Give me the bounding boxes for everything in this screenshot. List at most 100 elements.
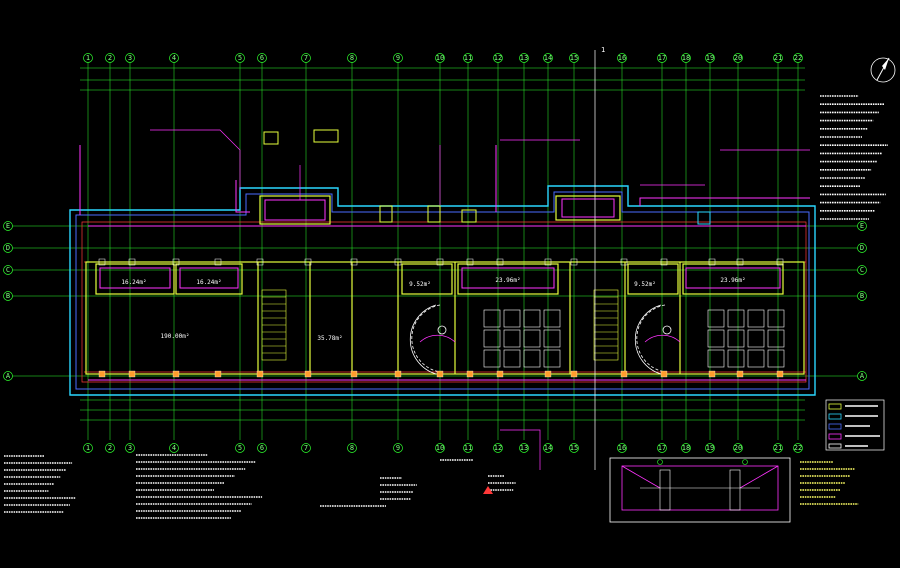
- warning-marker-icon: [483, 486, 493, 494]
- room-area-2: 16.24m²: [196, 279, 221, 286]
- grid-label-bottom: 3: [128, 444, 132, 452]
- grid-label-top: 1: [86, 54, 90, 62]
- row-label-left: A: [6, 372, 11, 380]
- row-label-right: A: [860, 372, 865, 380]
- row-label-left: B: [6, 292, 10, 300]
- column-square: [350, 370, 358, 378]
- column-square: [256, 370, 264, 378]
- row-bubble-right: [857, 243, 867, 253]
- grid-bubble-bottom: [657, 443, 667, 453]
- grid-bubble-bottom: [569, 443, 579, 453]
- bed: [747, 349, 765, 368]
- column-square: [466, 370, 474, 378]
- room-area-7: 9.52m²: [634, 281, 656, 288]
- annotation-leaders: [150, 129, 810, 470]
- grid-label-top: 11: [464, 54, 472, 62]
- grid-label-top: 13: [520, 54, 528, 62]
- bed: [523, 329, 541, 348]
- bed: [767, 309, 785, 328]
- bed: [543, 309, 561, 328]
- column-square: [544, 370, 552, 378]
- column-square: [660, 370, 668, 378]
- bed: [523, 349, 541, 368]
- grid-label-bottom: 11: [464, 444, 472, 452]
- row-label-right: E: [860, 222, 864, 230]
- column-square: [466, 258, 474, 266]
- grid-label-top: 15: [570, 54, 578, 62]
- grid-label-top: 3: [128, 54, 132, 62]
- column-square: [172, 258, 180, 266]
- section-mark: 1: [594, 46, 605, 470]
- bottom-middle-notes: [136, 454, 859, 519]
- grid-bubble-bottom: [681, 443, 691, 453]
- grid-bubble-top: [657, 53, 667, 63]
- grid-bubble-top: [519, 53, 529, 63]
- bed: [543, 329, 561, 348]
- bed-grid: [483, 309, 785, 368]
- column-square: [660, 258, 668, 266]
- grid-label-bottom: 19: [706, 444, 714, 452]
- grid-label-top: 5: [238, 54, 242, 62]
- room-area-6: 23.96m²: [495, 277, 520, 284]
- bed: [707, 329, 725, 348]
- grid-label-bottom: 18: [682, 444, 690, 452]
- grid-label-bottom: 17: [658, 444, 666, 452]
- grid-bubble-bottom: [125, 443, 135, 453]
- grid-label-bottom: 5: [238, 444, 242, 452]
- grid-label-bottom: 16: [618, 444, 626, 452]
- column-square: [776, 370, 784, 378]
- structural-columns: [98, 258, 784, 378]
- grid-bubble-top: [569, 53, 579, 63]
- bed: [503, 329, 521, 348]
- column-square: [620, 370, 628, 378]
- column-grid-axes: 1122334455667788991010111112121313141415…: [83, 53, 803, 453]
- grid-label-bottom: 20: [734, 444, 742, 452]
- grid-bubble-top: [543, 53, 553, 63]
- column-square: [776, 258, 784, 266]
- row-bubble-left: [3, 291, 13, 301]
- grid-label-top: 9: [396, 54, 400, 62]
- row-label-right: C: [860, 266, 864, 274]
- row-bubble-right: [857, 291, 867, 301]
- column-square: [214, 370, 222, 378]
- bed: [503, 349, 521, 368]
- column-square: [128, 258, 136, 266]
- grid-label-bottom: 21: [774, 444, 782, 452]
- column-square: [394, 258, 402, 266]
- grid-bubble-top: [301, 53, 311, 63]
- bed: [707, 349, 725, 368]
- grid-bubble-top: [773, 53, 783, 63]
- room-area-8: 23.96m²: [720, 277, 745, 284]
- row-label-left: D: [6, 244, 10, 252]
- grid-bubble-top: [705, 53, 715, 63]
- building-outline: [69, 185, 816, 396]
- grid-bubble-top: [733, 53, 743, 63]
- grid-label-bottom: 9: [396, 444, 400, 452]
- column-square: [736, 258, 744, 266]
- bed: [747, 309, 765, 328]
- grid-bubble-bottom: [617, 443, 627, 453]
- grid-bubble-bottom: [347, 443, 357, 453]
- grid-label-bottom: 6: [260, 444, 264, 452]
- room-area-5: 9.52m²: [409, 281, 431, 288]
- column-square: [436, 370, 444, 378]
- grid-label-top: 16: [618, 54, 626, 62]
- grid-bubble-bottom: [435, 443, 445, 453]
- bed: [727, 309, 745, 328]
- grid-label-bottom: 15: [570, 444, 578, 452]
- grid-label-top: 20: [734, 54, 742, 62]
- column-square: [620, 258, 628, 266]
- grid-bubble-top: [347, 53, 357, 63]
- grid-bubble-bottom: [257, 443, 267, 453]
- grid-bubble-bottom: [543, 443, 553, 453]
- column-square: [708, 258, 716, 266]
- grid-bubble-top: [169, 53, 179, 63]
- grid-bubble-bottom: [105, 443, 115, 453]
- grid-bubble-top: [793, 53, 803, 63]
- grid-label-top: 14: [544, 54, 552, 62]
- grid-label-bottom: 10: [436, 444, 444, 452]
- grid-bubble-top: [235, 53, 245, 63]
- bed: [523, 309, 541, 328]
- grid-bubble-top: [393, 53, 403, 63]
- grid-bubble-bottom: [463, 443, 473, 453]
